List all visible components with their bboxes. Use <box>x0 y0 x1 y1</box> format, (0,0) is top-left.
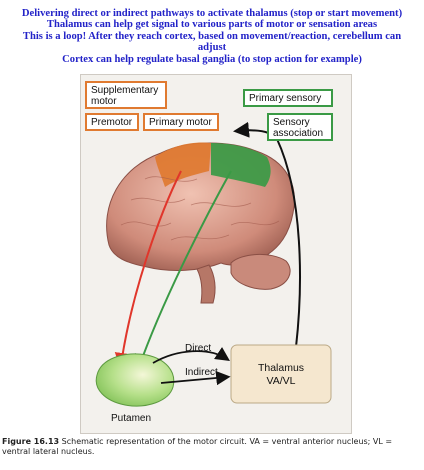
thalamus-label: Thalamus <box>258 362 304 374</box>
supplementary-motor-line-1: Supplementary <box>91 85 159 96</box>
header-line-1: Delivering direct or indirect pathways t… <box>21 8 403 19</box>
indirect-label: Indirect <box>185 367 218 378</box>
header-line-5: Cortex can help regulate basal ganglia (… <box>62 53 362 65</box>
premotor-label-box: Premotor <box>85 113 139 131</box>
primary-sensory-label: Primary sensory <box>249 93 322 104</box>
motor-circuit-figure: Putamen Direct Indirect Thalamus VA/VL S… <box>80 74 352 434</box>
figure-label: Figure 16.13 <box>2 437 60 446</box>
sensory-association-line-1: Sensory <box>273 117 310 128</box>
indirect-pathway-arrow <box>160 370 231 386</box>
figure-caption-text: Schematic representation of the motor ci… <box>2 437 393 456</box>
supplementary-motor-line-2: motor <box>91 96 117 107</box>
annotation-header: Delivering direct or indirect pathways t… <box>0 8 424 65</box>
cerebellum <box>230 254 291 290</box>
putamen-label: Putamen <box>111 413 151 424</box>
direct-label: Direct <box>185 343 211 354</box>
thalamus-nuclei-label: VA/VL <box>267 375 296 387</box>
motor-cortex-region <box>155 142 211 187</box>
sensory-association-line-2: association <box>273 128 324 139</box>
putamen-shape <box>95 353 175 407</box>
red-cortex-putamen-pathway <box>114 170 182 369</box>
primary-motor-label: Primary motor <box>149 117 212 128</box>
sensory-association-label-box: Sensory association <box>267 113 333 141</box>
primary-motor-label-box: Primary motor <box>143 113 219 131</box>
header-line-4: adjust <box>197 42 227 54</box>
green-cortex-putamen-pathway <box>135 170 232 371</box>
brainstem <box>196 264 216 304</box>
header-line-2: Thalamus can help get signal to various … <box>46 19 378 31</box>
premotor-label: Premotor <box>91 117 133 128</box>
primary-sensory-label-box: Primary sensory <box>243 89 333 107</box>
supplementary-motor-label-box: Supplementary motor <box>85 81 167 109</box>
brain-illustration <box>106 142 295 304</box>
motor-circuit-diagram: Putamen Direct Indirect Thalamus VA/VL <box>95 121 332 424</box>
thalamus-to-cortex-arrow <box>233 121 301 348</box>
sensory-cortex-region <box>211 143 271 187</box>
thalamus-box <box>230 344 332 404</box>
header-line-3: This is a loop! After they reach cortex,… <box>22 30 402 42</box>
direct-pathway-arrow <box>152 347 230 364</box>
figure-caption: Figure 16.13 Schematic representation of… <box>2 437 422 457</box>
